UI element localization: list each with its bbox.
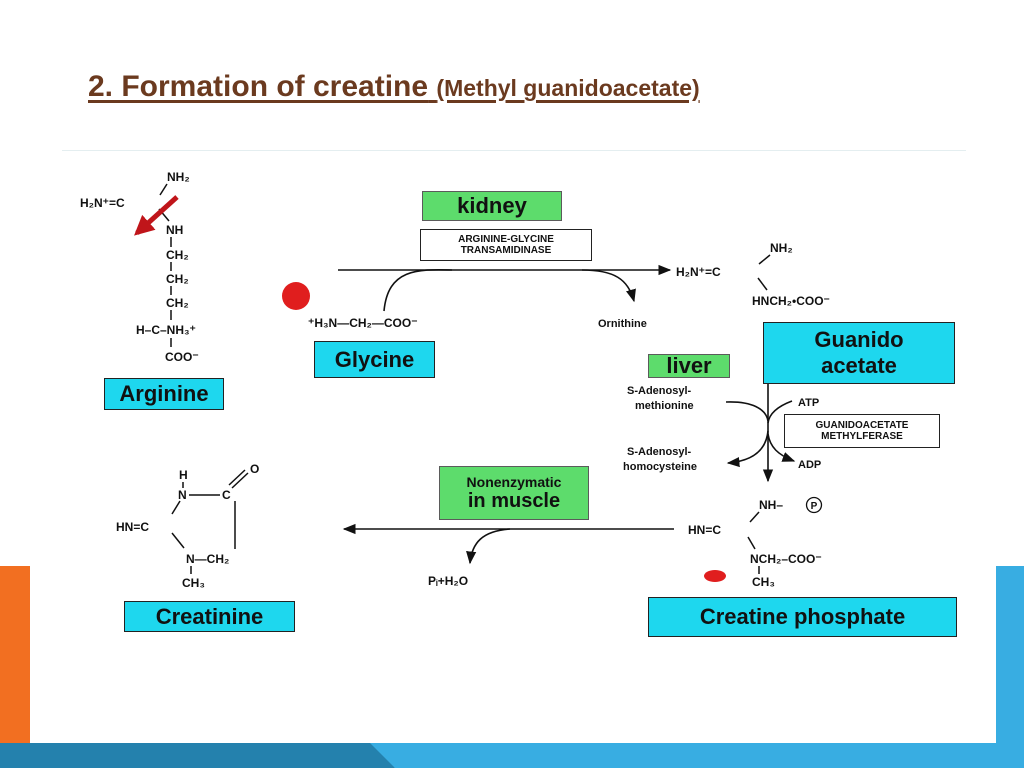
guanidoacetate-structure: NH₂ H₂N⁺=C HNCH₂•COO⁻ [676, 241, 830, 308]
methyltransferase-enzyme-box: GUANIDOACETATE METHYLFERASE [784, 414, 940, 448]
arg-ch2-1-text: CH₂ [166, 248, 189, 262]
methyltransferase-line1: GUANIDOACETATE [815, 420, 909, 431]
sam-input-curve [725, 401, 769, 422]
arginine-label: Arginine [104, 378, 224, 410]
cr-o-text: O [250, 462, 259, 476]
ga-nh2-text: NH₂ [770, 241, 793, 255]
guanido-acetate-label: Guanido acetate [763, 322, 955, 384]
arg-nh-text: NH [166, 223, 183, 237]
accent-bar-right [996, 566, 1024, 768]
methyltransferase-line2: METHYLFERASE [821, 431, 903, 442]
cr-bond-c2-n [171, 532, 185, 549]
slide-title-sub: (Methyl guanidoacetate) [436, 75, 700, 101]
slide-title-main: 2. Formation of creatine [88, 70, 429, 103]
arg-coo-text: COO⁻ [165, 350, 199, 364]
cp-hn-text: HN=C [688, 523, 721, 537]
accent-bar-bottom-right [370, 743, 1024, 768]
cp-p-text: P [811, 501, 818, 512]
arg-alpha-text: H–C–NH₃⁺ [136, 323, 196, 337]
slide-title: 2. Formation of creatine (Methyl guanido… [88, 70, 700, 104]
red-marker-oval [704, 570, 726, 582]
kidney-label: kidney [422, 191, 562, 221]
cr-bond-co-2 [228, 469, 246, 486]
atp-text: ATP [798, 397, 819, 409]
adp-output-curve [767, 433, 796, 462]
sah-line2-text: homocysteine [623, 461, 697, 473]
diagram-panel: NH₂ H₂N⁺=C NH CH₂ CH₂ CH₂ H–C–NH₃⁺ COO⁻ … [62, 150, 966, 643]
arginine-structure: NH₂ H₂N⁺=C NH CH₂ CH₂ CH₂ H–C–NH₃⁺ COO⁻ [80, 170, 199, 364]
arg-ch2-2-text: CH₂ [166, 272, 189, 286]
phosphate-circle-icon [805, 496, 823, 514]
pi-water-output-curve [466, 528, 511, 565]
nonenzymatic-line1: Nonenzymatic [466, 473, 562, 490]
cleavage-arrow-icon [134, 195, 179, 236]
adp-text: ADP [798, 459, 821, 471]
liver-label: liver [648, 353, 730, 378]
cr-hn-text: HN=C [116, 520, 149, 534]
accent-bar-bottom-left [0, 743, 395, 768]
cr-nch2-text: N—CH₂ [186, 552, 229, 566]
sam-line1-text: S-Adenosyl- [627, 385, 692, 397]
cr-ch3-text: CH₃ [182, 576, 205, 590]
arg-nh2-text: NH₂ [167, 170, 190, 184]
transamidinase-line1: ARGININE-GLYCINE [458, 234, 554, 245]
cp-ch3-text: CH₃ [752, 575, 775, 589]
atp-input-curve [767, 400, 793, 424]
ornithine-output-curve [581, 269, 636, 303]
glycine-formula-text: ⁺H₃N—CH₂—COO⁻ [308, 316, 418, 330]
accent-bar-left [0, 566, 30, 768]
arg-bond-nh2 [159, 183, 168, 196]
red-marker-dot [282, 282, 310, 310]
creatinine-label: Creatinine [124, 601, 295, 632]
cr-c-text: C [222, 488, 231, 502]
transamidinase-line2: TRANSAMIDINASE [460, 245, 552, 256]
ga-bond-nh2 [758, 254, 771, 265]
arg-ch2-3-text: CH₂ [166, 296, 189, 310]
cr-bond-n-c2 [171, 500, 181, 515]
glycine-label: Glycine [314, 341, 435, 378]
cp-nh-text: NH– [759, 498, 783, 512]
creatinine-structure: H N C O HN=C N—CH₂ CH₃ [116, 462, 259, 590]
sah-output-curve [726, 430, 769, 468]
ornithine-text: Ornithine [598, 318, 647, 330]
cp-bond-n [747, 536, 756, 550]
pathway-diagram: NH₂ H₂N⁺=C NH CH₂ CH₂ CH₂ H–C–NH₃⁺ COO⁻ … [80, 170, 830, 590]
ga-h2n-text: H₂N⁺=C [676, 265, 721, 279]
pi-water-text: Pᵢ+H₂O [428, 574, 468, 588]
transamidinase-enzyme-box: ARGININE-GLYCINE TRANSAMIDINASE [420, 229, 592, 261]
glycine-input-curve [383, 268, 453, 312]
sah-line1-text: S-Adenosyl- [627, 446, 692, 458]
ga-bond-n [757, 277, 768, 291]
arg-h2n-text: H₂N⁺=C [80, 196, 125, 210]
cp-nch2coo-text: NCH₂–COO⁻ [750, 552, 822, 566]
cr-n-text: N [178, 488, 187, 502]
cr-h-text: H [179, 468, 188, 482]
nonenzymatic-line2: in muscle [467, 489, 561, 512]
creatine-phosphate-label: Creatine phosphate [648, 597, 957, 637]
cp-bond-nh [749, 511, 760, 523]
creatine-phosphate-structure: NH– P HN=C NCH₂–COO⁻ CH₃ [688, 496, 823, 589]
ga-hnch2coo-text: HNCH₂•COO⁻ [752, 294, 830, 308]
nonenzymatic-label: Nonenzymatic in muscle [439, 466, 589, 520]
sam-line2-text: methionine [635, 400, 694, 412]
cr-bond-co-1 [231, 472, 249, 489]
